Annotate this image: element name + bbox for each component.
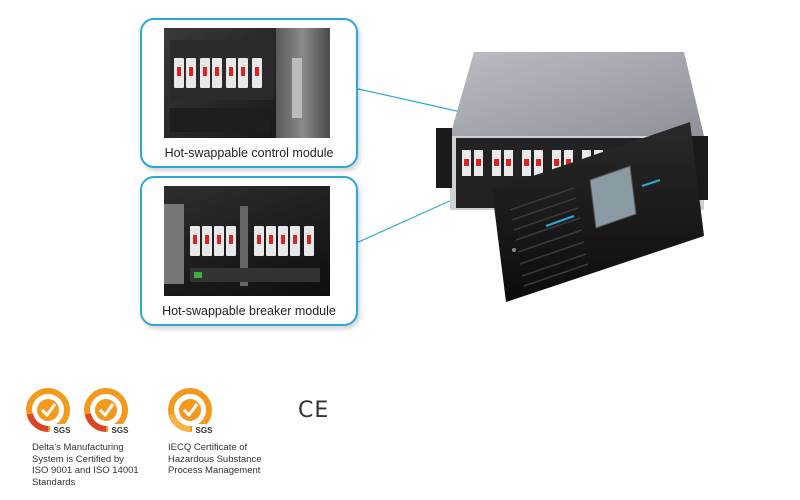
sgs-seal-text-1: SGS (54, 426, 72, 435)
ce-mark: CE (298, 398, 330, 423)
breaker-module-callout: Hot-swappable breaker module (140, 176, 358, 326)
manufacturing-cert-text: Delta’s Manufacturing System is Certifie… (32, 442, 139, 488)
sgs-seal-text-3: SGS (196, 426, 214, 435)
sgs-iecq-seal-icon: SGS (168, 388, 216, 435)
control-module-caption: Hot-swappable control module (164, 146, 334, 160)
breaker-module-photo (164, 186, 330, 296)
control-module-callout: Hot-swappable control module (140, 18, 358, 168)
control-module-photo (164, 28, 330, 138)
sgs-seal-text-2: SGS (112, 426, 130, 435)
iecq-cert-text: IECQ Certificate of Hazardous Substance … (168, 442, 262, 476)
sgs-iso9001-seal-icon: SGS (84, 388, 132, 435)
breaker-module-caption: Hot-swappable breaker module (162, 304, 336, 318)
sgs-iso14001-seal-icon: SGS (26, 388, 74, 435)
product-rack-unit-image (436, 52, 708, 302)
